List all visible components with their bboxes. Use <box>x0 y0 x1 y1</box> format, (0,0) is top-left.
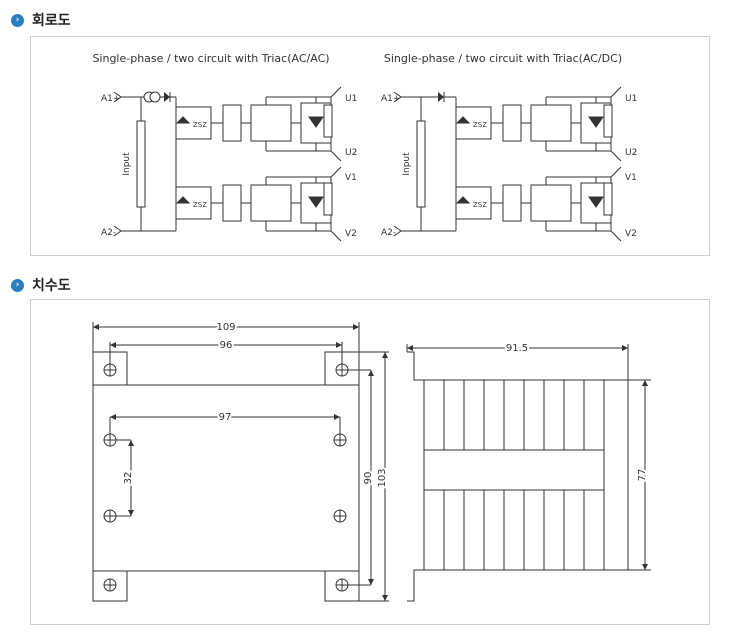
dimension-drawing: 109 96 97 32 90 103 91.5 77 <box>92 320 651 602</box>
zsz-label: ZSZ <box>193 201 207 209</box>
chevron-right-icon: › <box>11 278 24 292</box>
chevron-right-icon: › <box>11 13 24 27</box>
dim-97-label: 97 <box>219 412 232 423</box>
dimension-drawing-panel: 109 96 97 32 90 103 91.5 77 <box>30 299 710 625</box>
led-icon <box>164 92 171 102</box>
input-label: Input <box>402 152 412 176</box>
u1-label: U1 <box>625 94 637 104</box>
circuit-section-title: 회로도 <box>32 13 71 29</box>
circuit-left-title: Single-phase / two circuit with Triac(AC… <box>92 52 329 65</box>
heatsink-side-view <box>406 344 651 602</box>
v1-label: V1 <box>345 173 357 183</box>
dim-90-label: 90 <box>363 472 374 485</box>
mounting-hole-icon <box>103 363 349 592</box>
a2-label: A2- <box>381 228 396 238</box>
dim-91-5-label: 91.5 <box>506 343 528 354</box>
u1-label: U1 <box>345 94 357 104</box>
circuit-right-title: Single-phase / two circuit with Triac(AC… <box>384 52 622 65</box>
v1-label: V1 <box>625 173 637 183</box>
led-icon <box>438 92 445 102</box>
dimension-section-header: › 치수도 <box>11 275 71 295</box>
a1-label: A1+ <box>381 94 400 104</box>
dim-96-label: 96 <box>220 340 233 351</box>
zsz-label: ZSZ <box>473 201 487 209</box>
zsz-label: ZSZ <box>473 121 487 129</box>
dimension-section-title: 치수도 <box>32 278 71 294</box>
v2-label: V2 <box>345 229 357 239</box>
dim-32-label: 32 <box>123 472 134 485</box>
circuit-diagram-panel: Single-phase / two circuit with Triac(AC… <box>30 36 710 256</box>
a1-label: A1+ <box>101 94 120 104</box>
dim-109-label: 109 <box>216 322 235 333</box>
u2-label: U2 <box>625 148 637 158</box>
circuit-section-header: › 회로도 <box>11 10 71 30</box>
zsz-label: ZSZ <box>193 121 207 129</box>
a2-label: A2- <box>101 228 116 238</box>
v2-label: V2 <box>625 229 637 239</box>
current-source-icon <box>143 91 161 103</box>
input-label: Input <box>122 152 132 176</box>
dim-77-label: 77 <box>637 469 648 482</box>
circuit-diagram: Single-phase / two circuit with Triac(AC… <box>92 52 637 242</box>
u2-label: U2 <box>345 148 357 158</box>
dim-103-label: 103 <box>377 468 388 487</box>
